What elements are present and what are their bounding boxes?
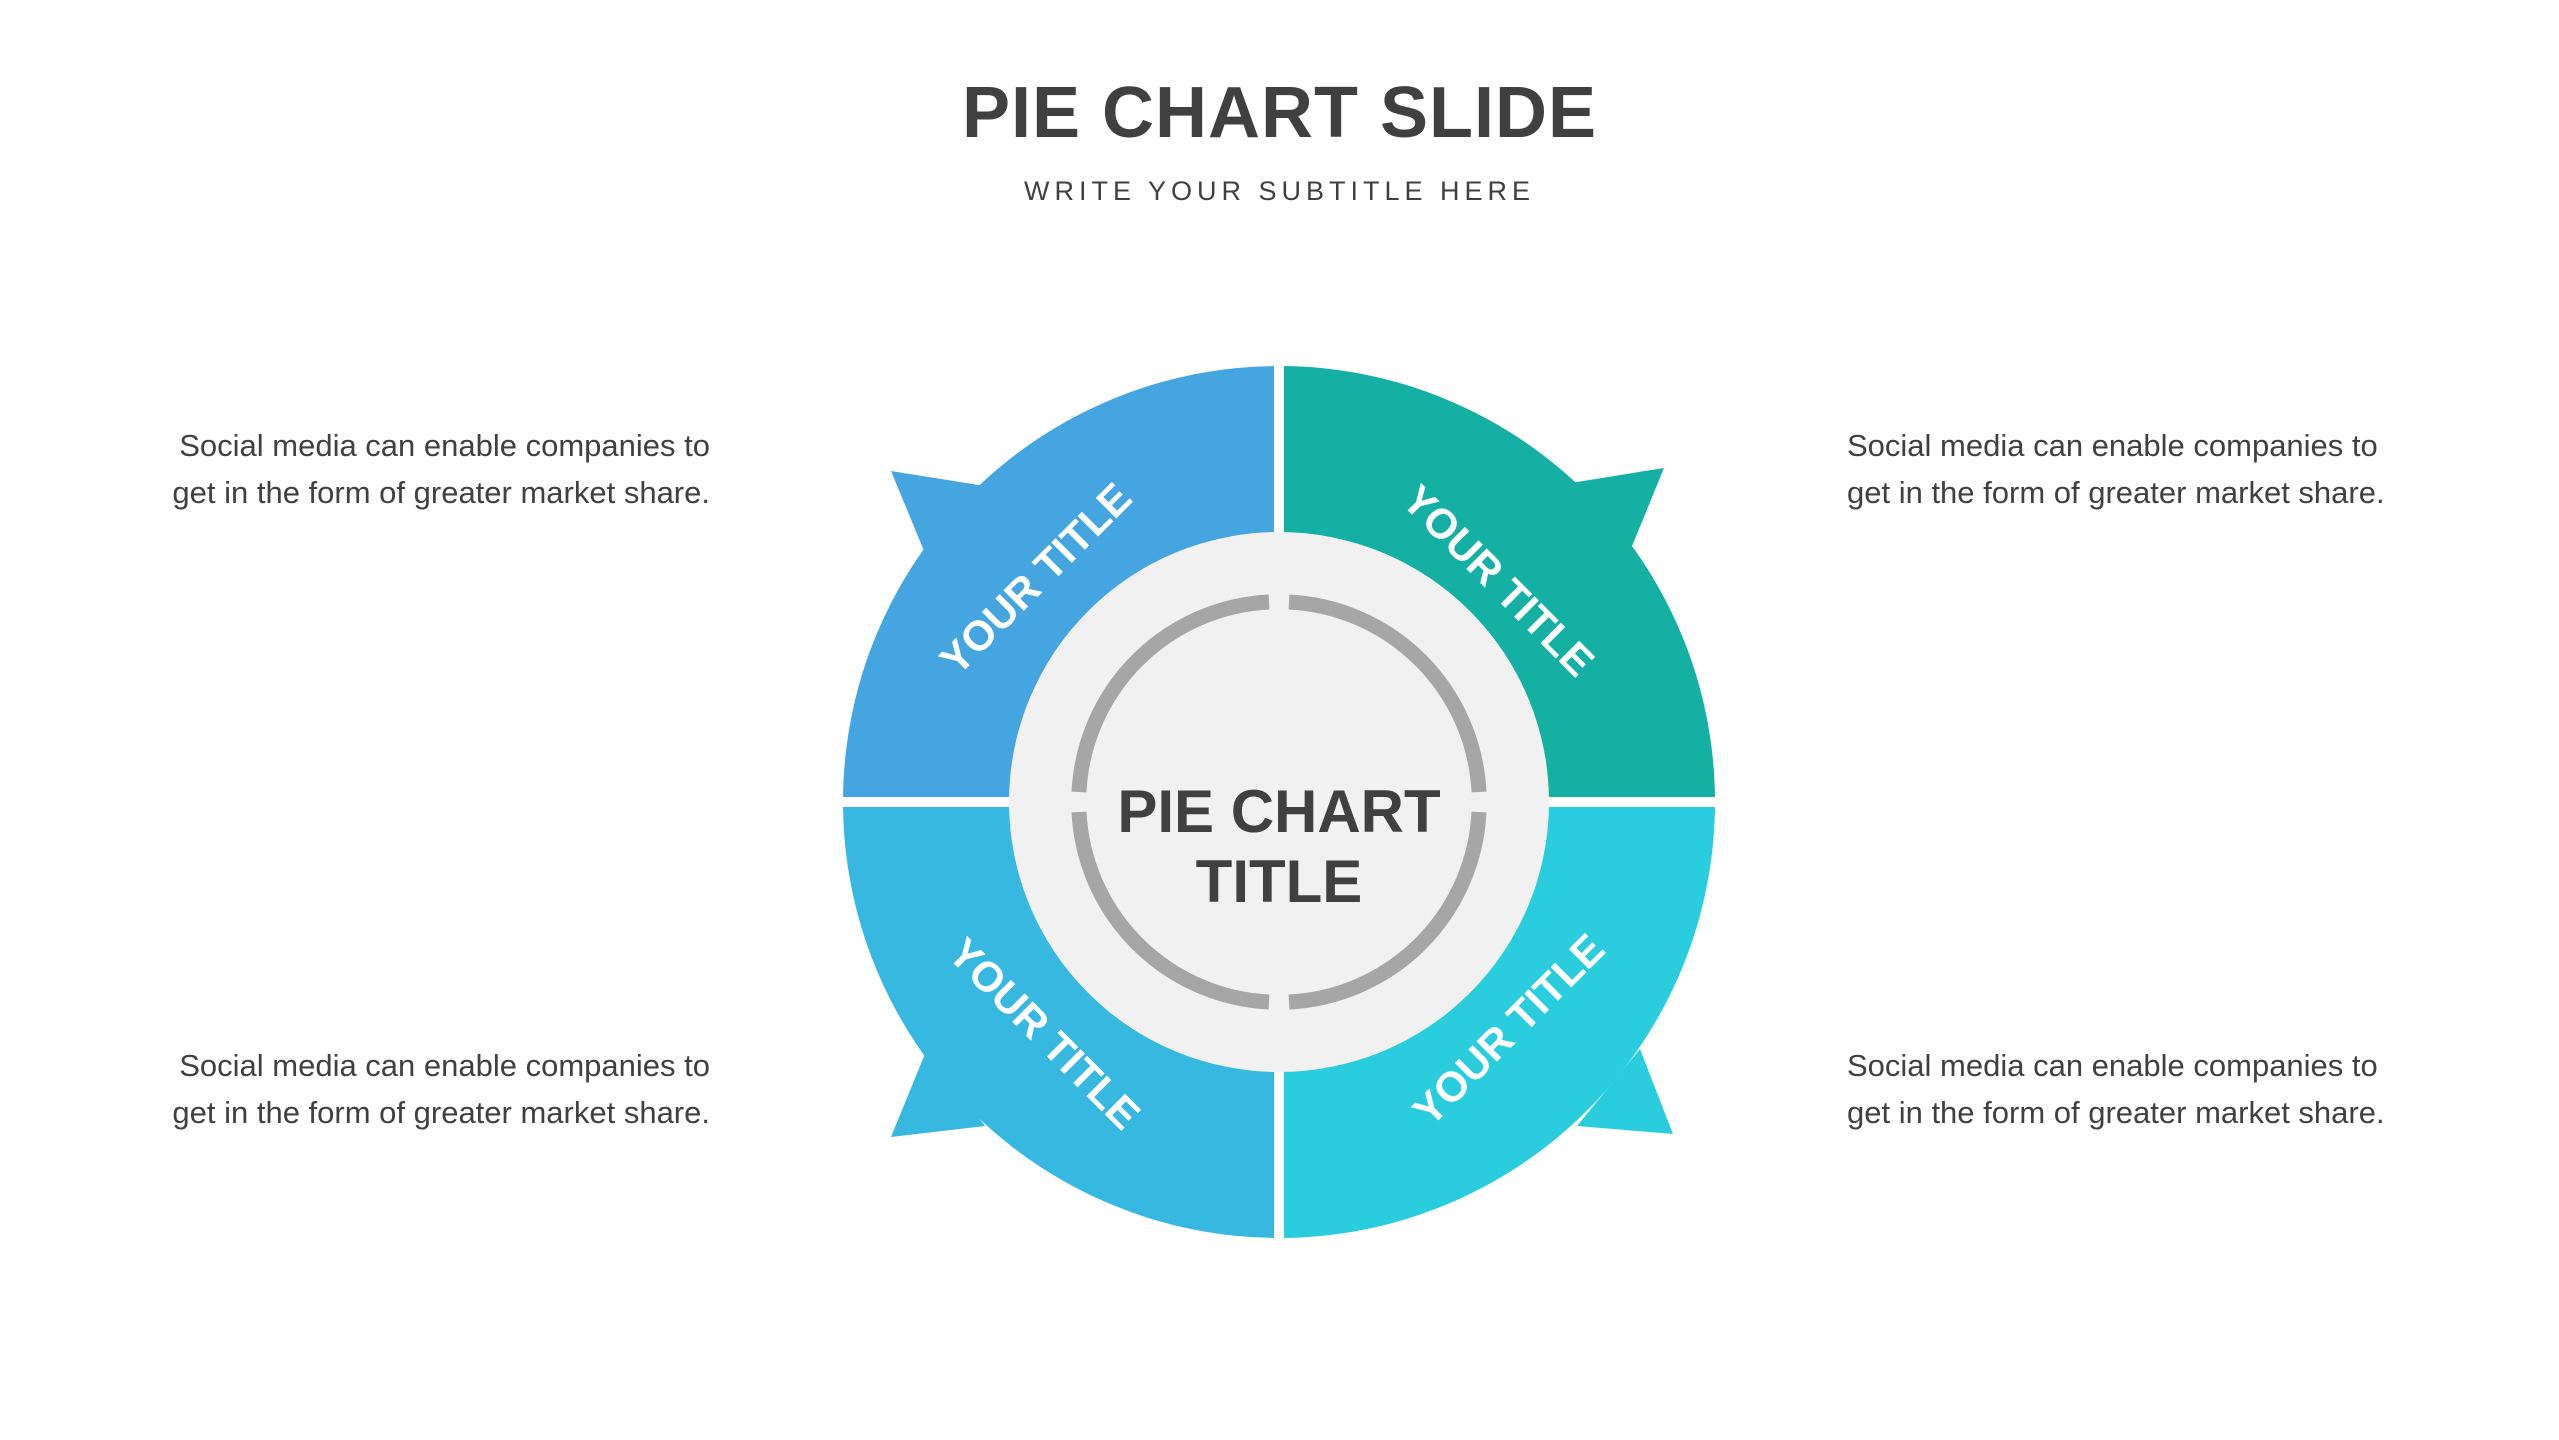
ring-arc-top-left bbox=[1071, 594, 1270, 793]
segment-bottom-left-arrow bbox=[891, 1049, 985, 1137]
slide-title: PIE CHART SLIDE bbox=[961, 73, 1598, 153]
description-bottom-left: Social media can enable companies to get… bbox=[172, 1048, 710, 1130]
ring-arc-top-right bbox=[1288, 594, 1487, 793]
segment-bottom-right-arrow bbox=[1577, 1049, 1673, 1134]
center-title-line-2: TITLE bbox=[1196, 848, 1363, 915]
segment-top-left-arrow bbox=[891, 471, 985, 558]
center-circle bbox=[1009, 532, 1549, 1072]
segment-top-right-arrow bbox=[1571, 468, 1664, 556]
ring-arc-bottom-left bbox=[1071, 811, 1270, 1010]
center-ring bbox=[1071, 594, 1487, 1010]
center-title-line-1: PIE CHART bbox=[1117, 778, 1440, 845]
ring-arc-bottom-right bbox=[1288, 811, 1487, 1010]
slide-subtitle: WRITE YOUR SUBTITLE HERE bbox=[1023, 176, 1536, 206]
description-bottom-right: Social media can enable companies to get… bbox=[1847, 1048, 2385, 1130]
description-top-left: Social media can enable companies to get… bbox=[172, 428, 710, 510]
description-top-right: Social media can enable companies to get… bbox=[1847, 428, 2385, 510]
